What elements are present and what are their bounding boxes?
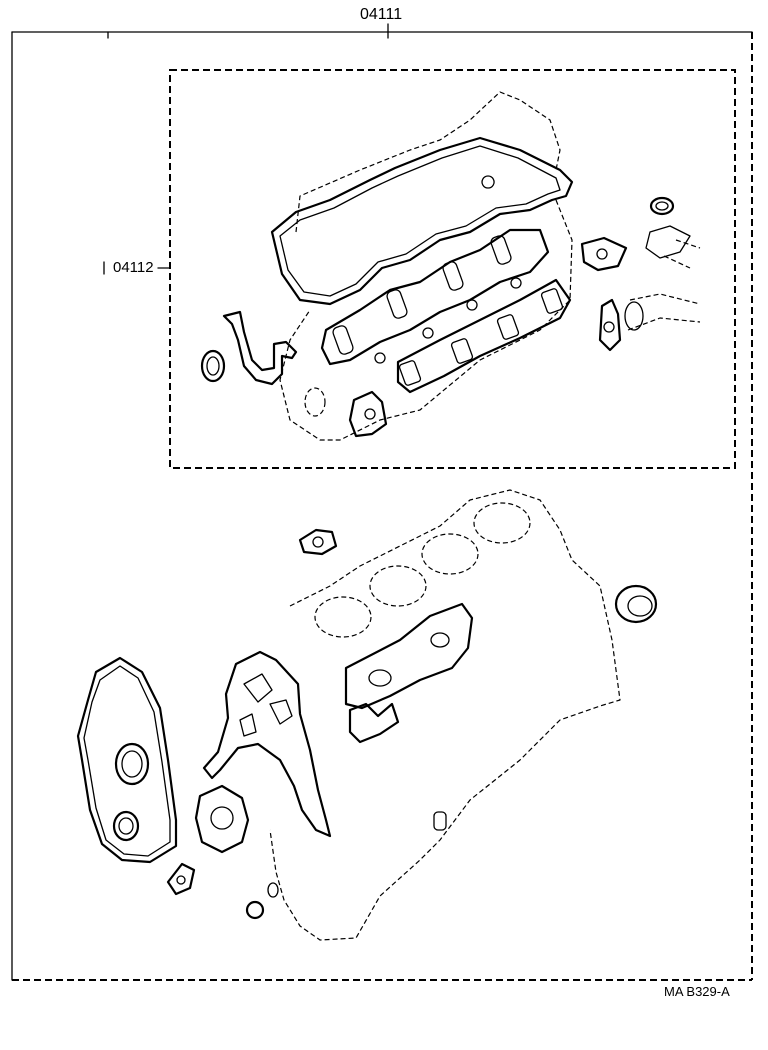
thermostat-housing-gasket — [298, 528, 338, 556]
cylinder-head — [279, 91, 573, 441]
water-bypass-pipe — [624, 225, 701, 331]
callout-subkit-04112: 04112 — [113, 259, 154, 276]
crankshaft-rear-oil-seal — [614, 584, 658, 624]
camshaft-oil-seal — [200, 349, 226, 383]
flange-gasket-a — [580, 236, 628, 272]
callout-kit-04111: 04111 — [360, 6, 403, 23]
drain-plug-gaskets — [245, 882, 279, 920]
valve-cover-gasket — [270, 136, 574, 306]
head-rear-plate-gasket — [222, 310, 298, 386]
timing-case-gasket — [202, 650, 332, 838]
kit-frame-04111 — [11, 23, 753, 981]
exhaust-manifold-gasket — [396, 278, 572, 394]
drawing-reference-code: MA B329-A — [664, 984, 730, 999]
cylinder-block — [269, 489, 621, 941]
oil-pump-gasket — [194, 784, 250, 854]
timing-cover-gasket — [76, 656, 178, 864]
water-pump-gasket — [344, 602, 474, 744]
flange-gasket-b — [598, 298, 622, 352]
subkit-frame-04112 — [103, 69, 736, 469]
small-oring — [649, 196, 675, 216]
water-outlet-gasket — [348, 390, 388, 438]
intake-manifold-gasket — [320, 228, 550, 366]
small-flange-gasket — [166, 862, 196, 896]
